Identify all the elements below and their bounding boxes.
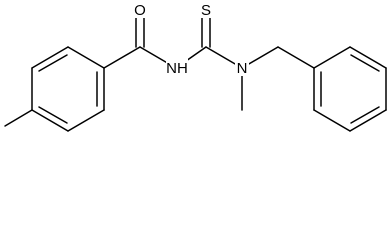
toluyl-ring xyxy=(31,46,105,132)
bond xyxy=(349,109,387,132)
bond xyxy=(313,46,351,69)
bond xyxy=(277,46,315,69)
bond xyxy=(38,54,68,72)
ring-methyl-bond xyxy=(4,109,33,127)
bond xyxy=(350,54,380,72)
atom-amide-nitrogen: NH xyxy=(166,58,188,77)
bond xyxy=(350,106,380,124)
thione-sulfur-label: S xyxy=(201,2,211,19)
bond xyxy=(31,46,69,69)
chemical-structure-diagram: O NH S N xyxy=(4,1,387,132)
bond xyxy=(103,46,141,69)
atom-carbonyl-oxygen: O xyxy=(131,1,149,19)
bond xyxy=(31,109,69,132)
bond xyxy=(38,106,68,124)
atom-thione-sulfur: S xyxy=(198,1,214,19)
bond xyxy=(313,109,351,132)
phenyl-ring xyxy=(313,46,387,132)
amine-nitrogen-label: N xyxy=(237,60,248,77)
atom-amine-nitrogen: N xyxy=(235,59,249,77)
bond xyxy=(349,46,387,69)
carbonyl-oxygen-label: O xyxy=(134,2,146,19)
bond xyxy=(67,109,105,132)
amide-nitrogen-label: NH xyxy=(166,60,188,77)
bond xyxy=(67,46,105,69)
